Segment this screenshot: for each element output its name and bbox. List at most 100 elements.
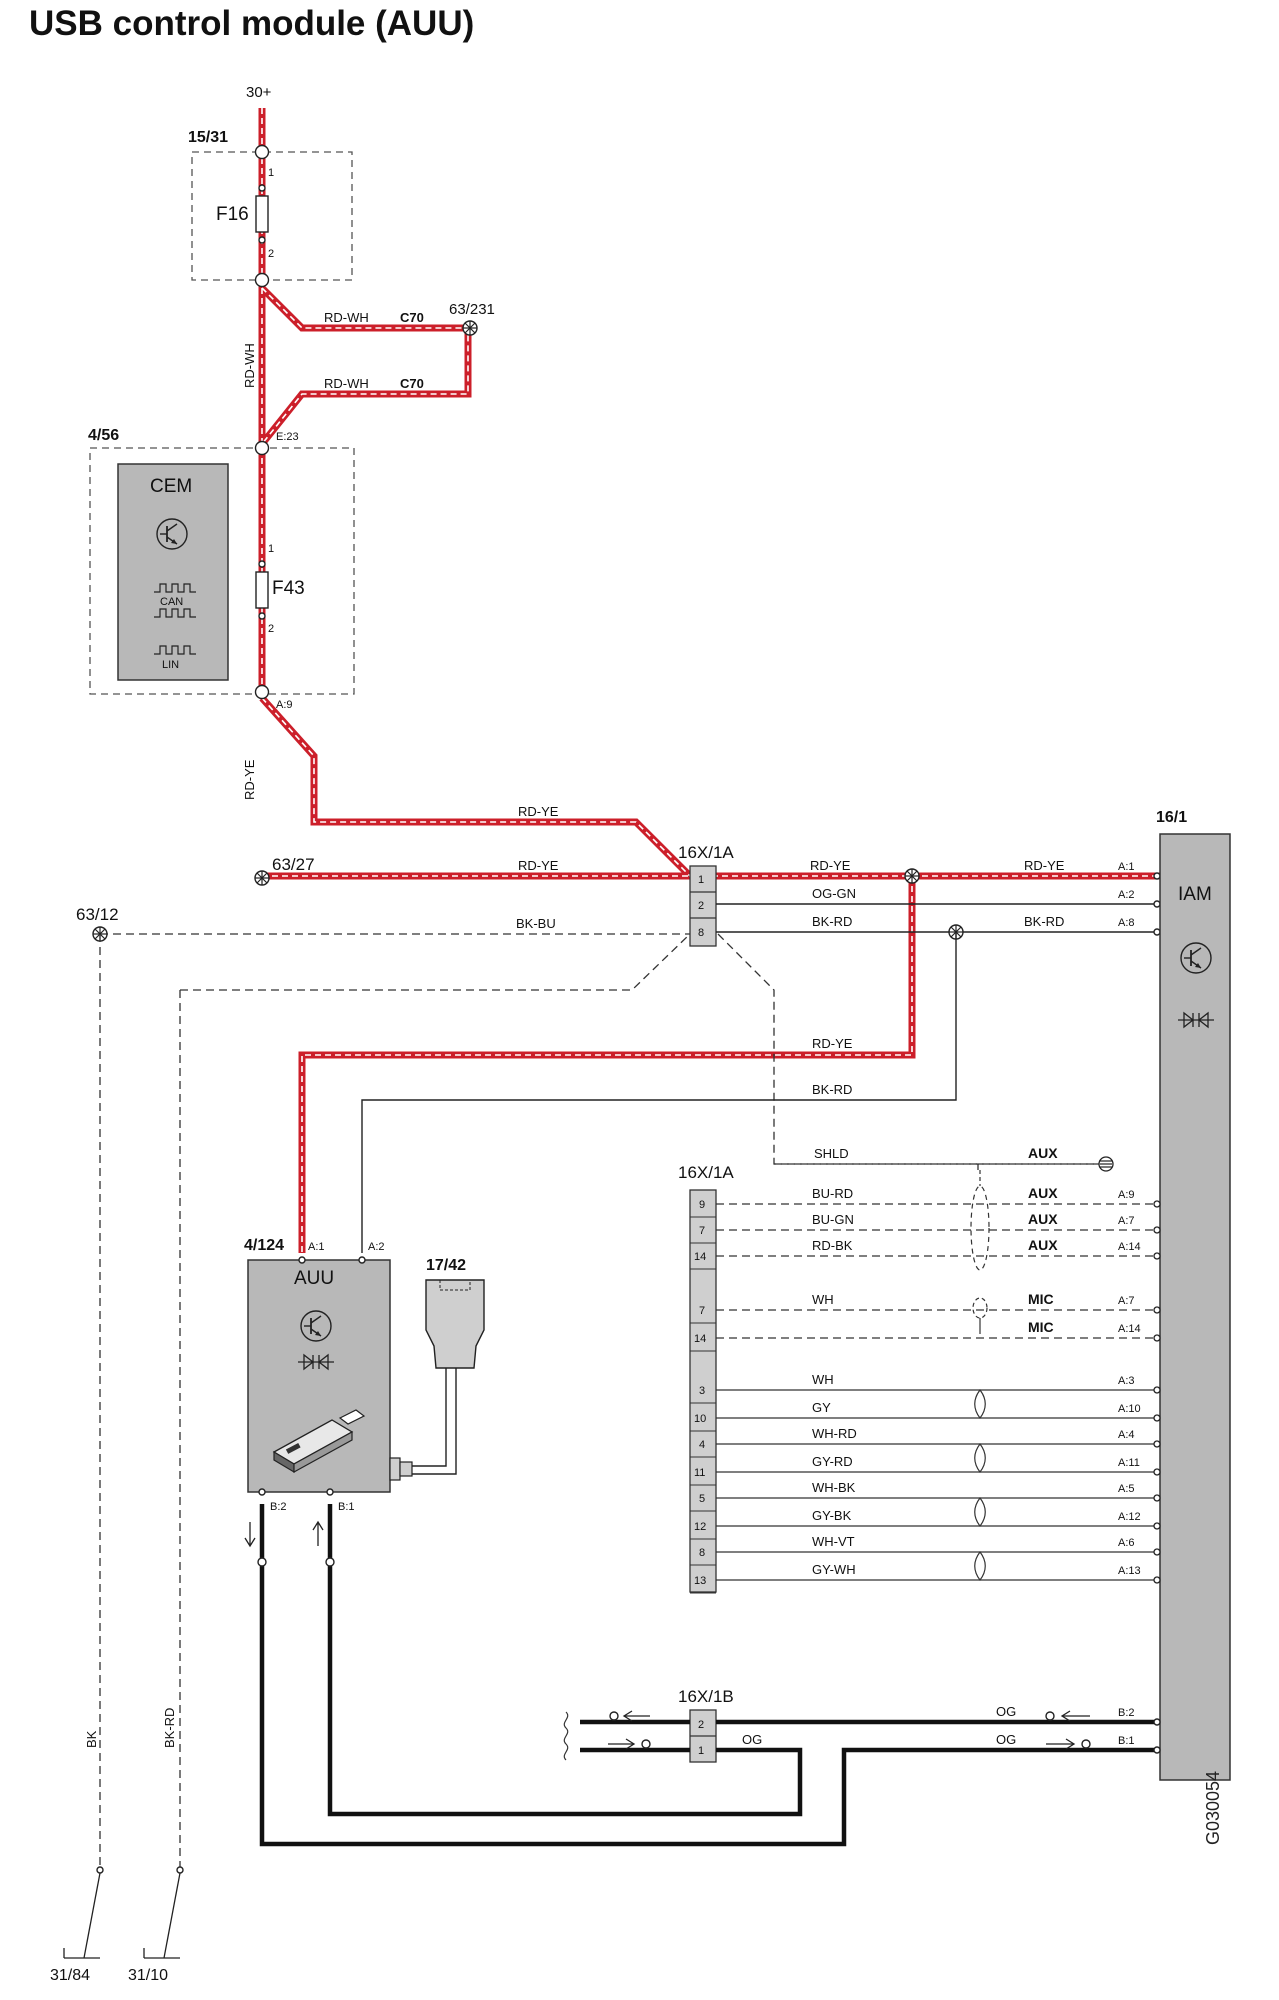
wire-rd-ye-vertical: RD-YE bbox=[242, 759, 257, 800]
connector-top-pin-1: 1 bbox=[698, 874, 704, 886]
signal-direction-arrows bbox=[244, 1520, 1091, 1750]
twisted-pair-5-12 bbox=[974, 1497, 986, 1527]
cem-module-4-56: 4/56 CEM CAN LIN 1 2 F43 E:23 A:9 bbox=[88, 427, 355, 711]
bus-iam-pin: A:10 bbox=[1118, 1403, 1141, 1415]
auu-pin-a1: A:1 bbox=[308, 1241, 325, 1253]
bus-wire-color: GY-BK bbox=[812, 1508, 852, 1523]
bus-wire-color: GY-WH bbox=[812, 1562, 856, 1577]
bus-wire-color: BU-RD bbox=[812, 1186, 853, 1201]
fuse-box-15-31: 15/31 1 2 F16 bbox=[188, 129, 353, 288]
fuse-f16-symbol bbox=[255, 195, 269, 233]
twisted-pair-mic bbox=[972, 1297, 988, 1334]
twisted-pair-4-11 bbox=[974, 1443, 986, 1473]
bus-signal-tag: AUX bbox=[1028, 1185, 1058, 1201]
iam-pin-a1: A:1 bbox=[1118, 861, 1135, 873]
fuse-f43-label: F43 bbox=[272, 578, 305, 599]
f43-pin-1: 1 bbox=[268, 543, 274, 555]
bus-pin-number: 11 bbox=[694, 1467, 705, 1479]
cem-pin-a9: A:9 bbox=[276, 699, 293, 711]
bus-pin-number: 12 bbox=[694, 1521, 706, 1533]
can-signal-icon bbox=[154, 583, 196, 618]
wire-bk-rd-1: BK-RD bbox=[812, 914, 852, 929]
fuse-box-label: 15/31 bbox=[188, 129, 228, 146]
twisted-pair-3-10 bbox=[974, 1389, 986, 1419]
iam-pin-terminal bbox=[1153, 1306, 1161, 1314]
wire-rd-ye-to-splice: RD-YE bbox=[810, 858, 851, 873]
bus-iam-pin: A:3 bbox=[1118, 1375, 1135, 1387]
iam-pin-a2: A:2 bbox=[1118, 889, 1135, 901]
iam-pin-b1: B:1 bbox=[1118, 1735, 1135, 1747]
bus-iam-pin: A:5 bbox=[1118, 1483, 1135, 1495]
ground-31-84 bbox=[63, 1866, 104, 1959]
ground-31-10 bbox=[143, 1866, 184, 1959]
fuse-f43-symbol bbox=[255, 571, 269, 609]
splice-63-231-label: 63/231 bbox=[449, 301, 495, 318]
ground-31-10-label: 31/10 bbox=[128, 1967, 168, 1984]
bus-wire-color: WH bbox=[812, 1292, 834, 1307]
bus-signal-tag: AUX bbox=[1028, 1211, 1058, 1227]
f43-pin-2: 2 bbox=[268, 623, 274, 635]
auu-pin-b2: B:2 bbox=[270, 1501, 287, 1513]
splice-63-27-label: 63/27 bbox=[272, 855, 315, 874]
splice-63-12-label: 63/12 bbox=[76, 905, 119, 924]
wire-bk-rd-vertical: BK-RD bbox=[162, 1708, 177, 1748]
bus-pin-number: 5 bbox=[699, 1493, 705, 1505]
usb-socket-17-42: 17/42 bbox=[412, 1257, 485, 1475]
wire-rd-wh-upper: RD-WH bbox=[324, 310, 369, 325]
iam-pin-b2: B:2 bbox=[1118, 1707, 1135, 1719]
bus-pin-number: 7 bbox=[699, 1225, 705, 1237]
fuse-f16-label: F16 bbox=[216, 204, 249, 225]
bus-pin-number: 10 bbox=[694, 1413, 706, 1425]
bus-wire-color: WH bbox=[812, 1372, 834, 1387]
twisted-pair-8-13 bbox=[974, 1551, 986, 1581]
connector-1b-pin-1: 1 bbox=[698, 1745, 704, 1757]
twisted-pair-aux-shield bbox=[970, 1170, 990, 1271]
bus-pin-number: 4 bbox=[699, 1439, 705, 1451]
connector-16x-1a-top: 16X/1A 1 2 8 bbox=[678, 843, 734, 947]
bus-pin-number: 3 bbox=[699, 1385, 705, 1397]
bus-signal-tag: MIC bbox=[1028, 1319, 1054, 1335]
cem-id-label: 4/56 bbox=[88, 427, 119, 444]
bus-wire-color: BU-GN bbox=[812, 1212, 854, 1227]
can-label: CAN bbox=[160, 596, 183, 608]
diagram-title: USB control module (AUU) bbox=[29, 4, 475, 43]
usb-stick-icon bbox=[272, 1409, 366, 1474]
lin-signal-icon bbox=[154, 645, 196, 655]
iam-pin-a8: A:8 bbox=[1118, 917, 1135, 929]
splice-rd-ye-branch bbox=[904, 868, 920, 884]
iam-pin-terminal bbox=[1153, 1576, 1161, 1584]
drawing-code: G030054 bbox=[1203, 1770, 1223, 1845]
bus-iam-pin: A:14 bbox=[1118, 1241, 1141, 1253]
iam-pin-terminal bbox=[1153, 1226, 1161, 1234]
iam-pin-terminal bbox=[1153, 1440, 1161, 1448]
iam-pin-terminal bbox=[1153, 1200, 1161, 1208]
wire-og-b1: OG bbox=[996, 1732, 1016, 1747]
connector-1b-pin-2: 2 bbox=[698, 1719, 704, 1731]
connector-16x-1b-label: 16X/1B bbox=[678, 1687, 734, 1706]
bus-signal-tag: AUX bbox=[1028, 1237, 1058, 1253]
wire-bk-rd-2: BK-RD bbox=[1024, 914, 1064, 929]
wire-bk-vertical: BK bbox=[84, 1730, 99, 1748]
wire-bk-bu: BK-BU bbox=[516, 916, 556, 931]
connector-top-pin-8: 8 bbox=[698, 927, 704, 939]
bus-pin-number: 9 bbox=[699, 1199, 705, 1211]
iam-pin-terminal bbox=[1153, 1494, 1161, 1502]
bus-wire-color: WH-RD bbox=[812, 1426, 857, 1441]
bus-iam-pin: A:7 bbox=[1118, 1215, 1135, 1227]
bus-pin-number: 14 bbox=[694, 1333, 706, 1345]
bus-wire-color: WH-BK bbox=[812, 1480, 856, 1495]
auu-module-4-124: 4/124 A:1 A:2 AUU B:2 B:1 bbox=[244, 1237, 413, 1513]
connector-c70-upper: C70 bbox=[400, 310, 424, 325]
iam-pin-terminal bbox=[1153, 1334, 1161, 1342]
iam-pin-terminal bbox=[1153, 1252, 1161, 1260]
auu-id-label: 4/124 bbox=[244, 1237, 284, 1254]
iam-pin-terminal bbox=[1153, 1548, 1161, 1556]
wire-og-1b: OG bbox=[742, 1732, 762, 1747]
iam-pin-terminal bbox=[1153, 1522, 1161, 1530]
bus-pin-number: 14 bbox=[694, 1251, 706, 1263]
wire-og-gn: OG-GN bbox=[812, 886, 856, 901]
splice-63-231 bbox=[462, 320, 478, 336]
wire-og-b2: OG bbox=[996, 1704, 1016, 1719]
